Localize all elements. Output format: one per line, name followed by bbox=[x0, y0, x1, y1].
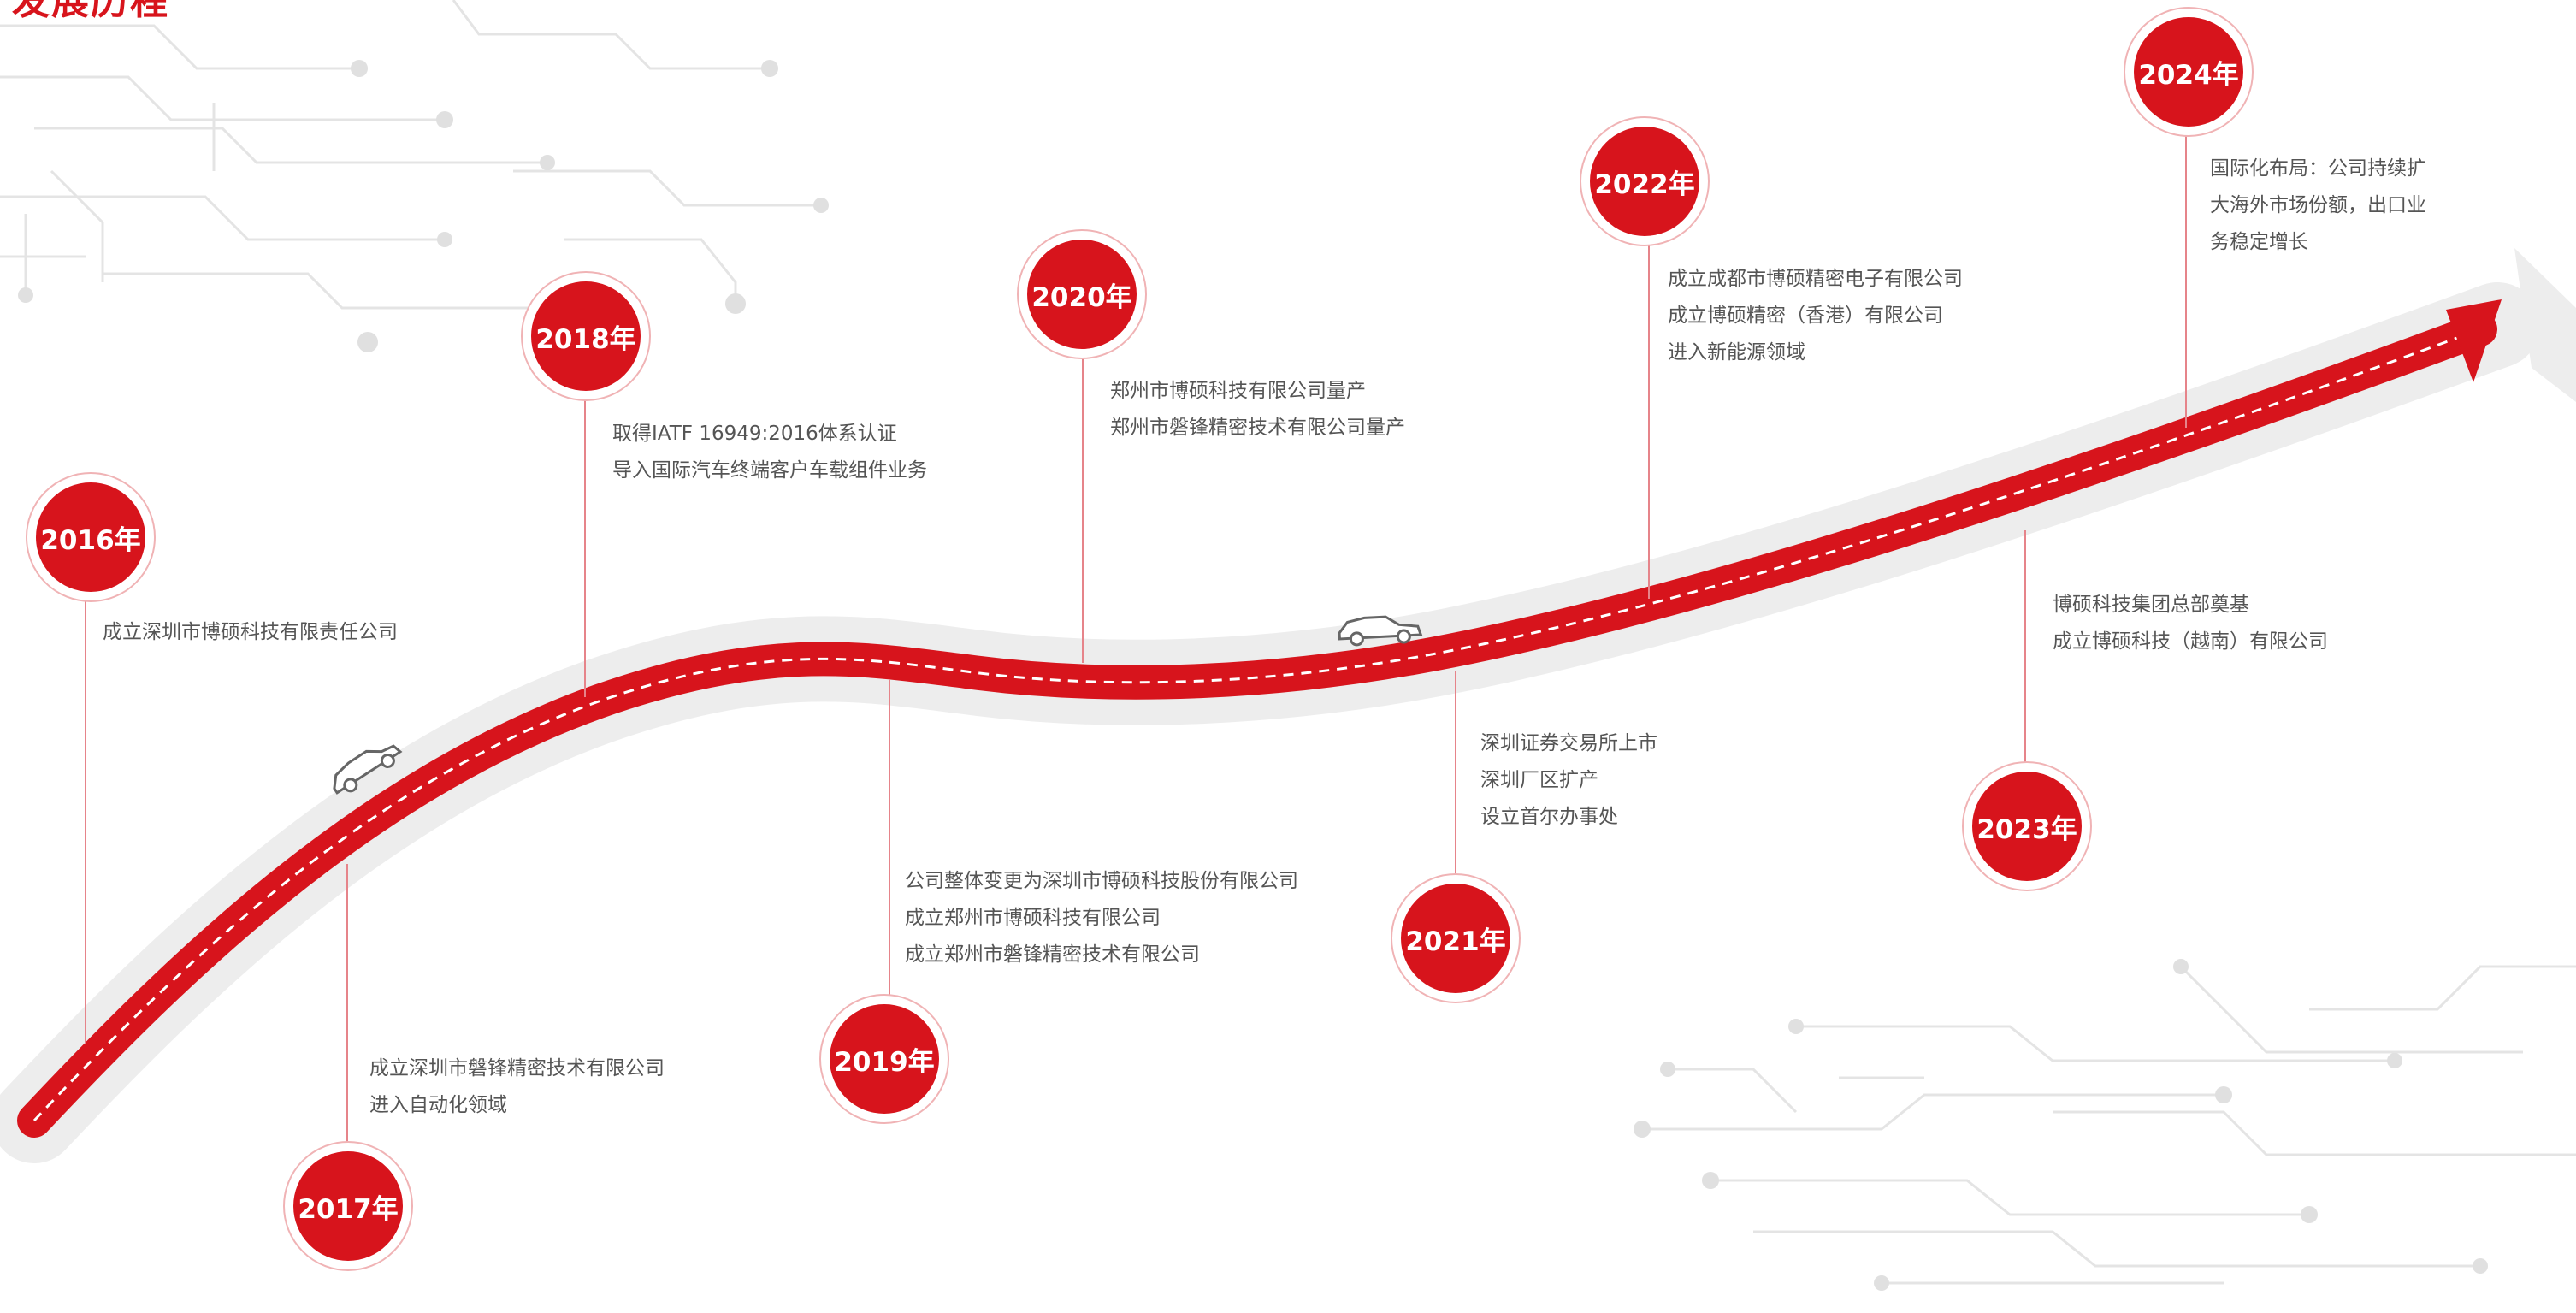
circuit-pattern-bottom-right bbox=[1642, 965, 2576, 1285]
milestone-line: 取得IATF 16949:2016体系认证 bbox=[612, 423, 897, 445]
year-badge-2016: 2016年 bbox=[26, 472, 156, 602]
car-icon bbox=[1338, 615, 1423, 647]
connector-2016 bbox=[85, 599, 86, 1044]
year-label: 2018年 bbox=[531, 281, 641, 391]
year-label: 2017年 bbox=[293, 1151, 403, 1261]
road-dash-line bbox=[32, 328, 2481, 1122]
year-badge-2024: 2024年 bbox=[2124, 7, 2254, 137]
timeline-arrowhead bbox=[2446, 299, 2502, 382]
year-label: 2022年 bbox=[1590, 127, 1699, 236]
circuit-pattern-top-left bbox=[0, 0, 821, 310]
milestone-line: 成立成都市博硕精密电子有限公司 bbox=[1668, 268, 1963, 290]
milestone-line: 进入新能源领域 bbox=[1668, 341, 1805, 364]
milestone-line: 郑州市博硕科技有限公司量产 bbox=[1110, 380, 1366, 402]
timeline-road bbox=[17, 312, 2497, 1138]
connector-2021 bbox=[1455, 671, 1456, 881]
milestone-line: 成立博硕精密（香港）有限公司 bbox=[1668, 305, 1943, 327]
milestone-text-2021: 深圳证券交易所上市 深圳厂区扩产 设立首尔办事处 bbox=[1480, 725, 1657, 836]
year-badge-2023: 2023年 bbox=[1962, 761, 2092, 891]
connector-2019 bbox=[889, 680, 890, 1031]
milestone-line: 务稳定增长 bbox=[2210, 231, 2308, 253]
year-label: 2023年 bbox=[1972, 772, 2082, 881]
milestone-line: 深圳厂区扩产 bbox=[1480, 769, 1598, 791]
milestone-text-2020: 郑州市博硕科技有限公司量产 郑州市磐锋精密技术有限公司量产 bbox=[1110, 373, 1405, 447]
year-label: 2020年 bbox=[1027, 240, 1137, 349]
year-label: 2019年 bbox=[830, 1004, 939, 1114]
milestone-line: 设立首尔办事处 bbox=[1480, 806, 1618, 828]
year-badge-2019: 2019年 bbox=[819, 994, 949, 1124]
milestone-text-2016: 成立深圳市博硕科技有限责任公司 bbox=[103, 614, 398, 651]
milestone-line: 公司整体变更为深圳市博硕科技股份有限公司 bbox=[905, 870, 1298, 892]
connector-2023 bbox=[2024, 530, 2026, 770]
milestone-text-2023: 博硕科技集团总部奠基 成立博硕科技（越南）有限公司 bbox=[2053, 587, 2328, 660]
milestone-line: 国际化布局：公司持续扩 bbox=[2210, 157, 2426, 180]
milestone-line: 成立郑州市博硕科技有限公司 bbox=[905, 907, 1161, 929]
milestone-text-2022: 成立成都市博硕精密电子有限公司 成立博硕精密（香港）有限公司 进入新能源领域 bbox=[1668, 261, 1963, 371]
year-label: 2021年 bbox=[1401, 884, 1510, 993]
milestone-text-2018: 取得IATF 16949:2016体系认证 导入国际汽车终端客户车载组件业务 bbox=[612, 416, 927, 489]
milestone-line: 大海外市场份额，出口业 bbox=[2210, 194, 2426, 216]
milestone-line: 深圳证券交易所上市 bbox=[1480, 732, 1657, 754]
milestone-text-2024: 国际化布局：公司持续扩 大海外市场份额，出口业 务稳定增长 bbox=[2210, 151, 2426, 261]
milestone-text-2019: 公司整体变更为深圳市博硕科技股份有限公司 成立郑州市博硕科技有限公司 成立郑州市… bbox=[905, 863, 1298, 973]
connector-2018 bbox=[584, 385, 586, 697]
page-title: 发展历程 bbox=[12, 0, 169, 23]
road-shadow-arrowhead bbox=[2514, 248, 2576, 402]
milestone-line: 进入自动化领域 bbox=[369, 1094, 507, 1116]
connector-2020 bbox=[1082, 359, 1084, 663]
year-label: 2024年 bbox=[2134, 17, 2243, 127]
milestone-line: 导入国际汽车终端客户车载组件业务 bbox=[612, 459, 927, 482]
connector-2017 bbox=[346, 864, 348, 1150]
year-badge-2021: 2021年 bbox=[1391, 873, 1521, 1003]
year-label: 2016年 bbox=[36, 482, 145, 592]
milestone-line: 郑州市磐锋精密技术有限公司量产 bbox=[1110, 417, 1405, 439]
year-badge-2018: 2018年 bbox=[521, 271, 651, 401]
year-badge-2020: 2020年 bbox=[1017, 229, 1147, 359]
milestone-line: 成立博硕科技（越南）有限公司 bbox=[2053, 630, 2328, 653]
connector-2024 bbox=[2185, 128, 2187, 428]
milestone-line: 博硕科技集团总部奠基 bbox=[2053, 594, 2249, 616]
milestone-text-2017: 成立深圳市磐锋精密技术有限公司 进入自动化领域 bbox=[369, 1050, 665, 1124]
milestone-line: 成立深圳市博硕科技有限责任公司 bbox=[103, 621, 398, 643]
connector-2022 bbox=[1648, 240, 1650, 599]
year-badge-2022: 2022年 bbox=[1580, 116, 1710, 246]
milestone-line: 成立深圳市磐锋精密技术有限公司 bbox=[369, 1057, 665, 1079]
milestone-line: 成立郑州市磐锋精密技术有限公司 bbox=[905, 943, 1200, 966]
year-badge-2017: 2017年 bbox=[283, 1141, 413, 1271]
car-icon bbox=[333, 744, 403, 795]
